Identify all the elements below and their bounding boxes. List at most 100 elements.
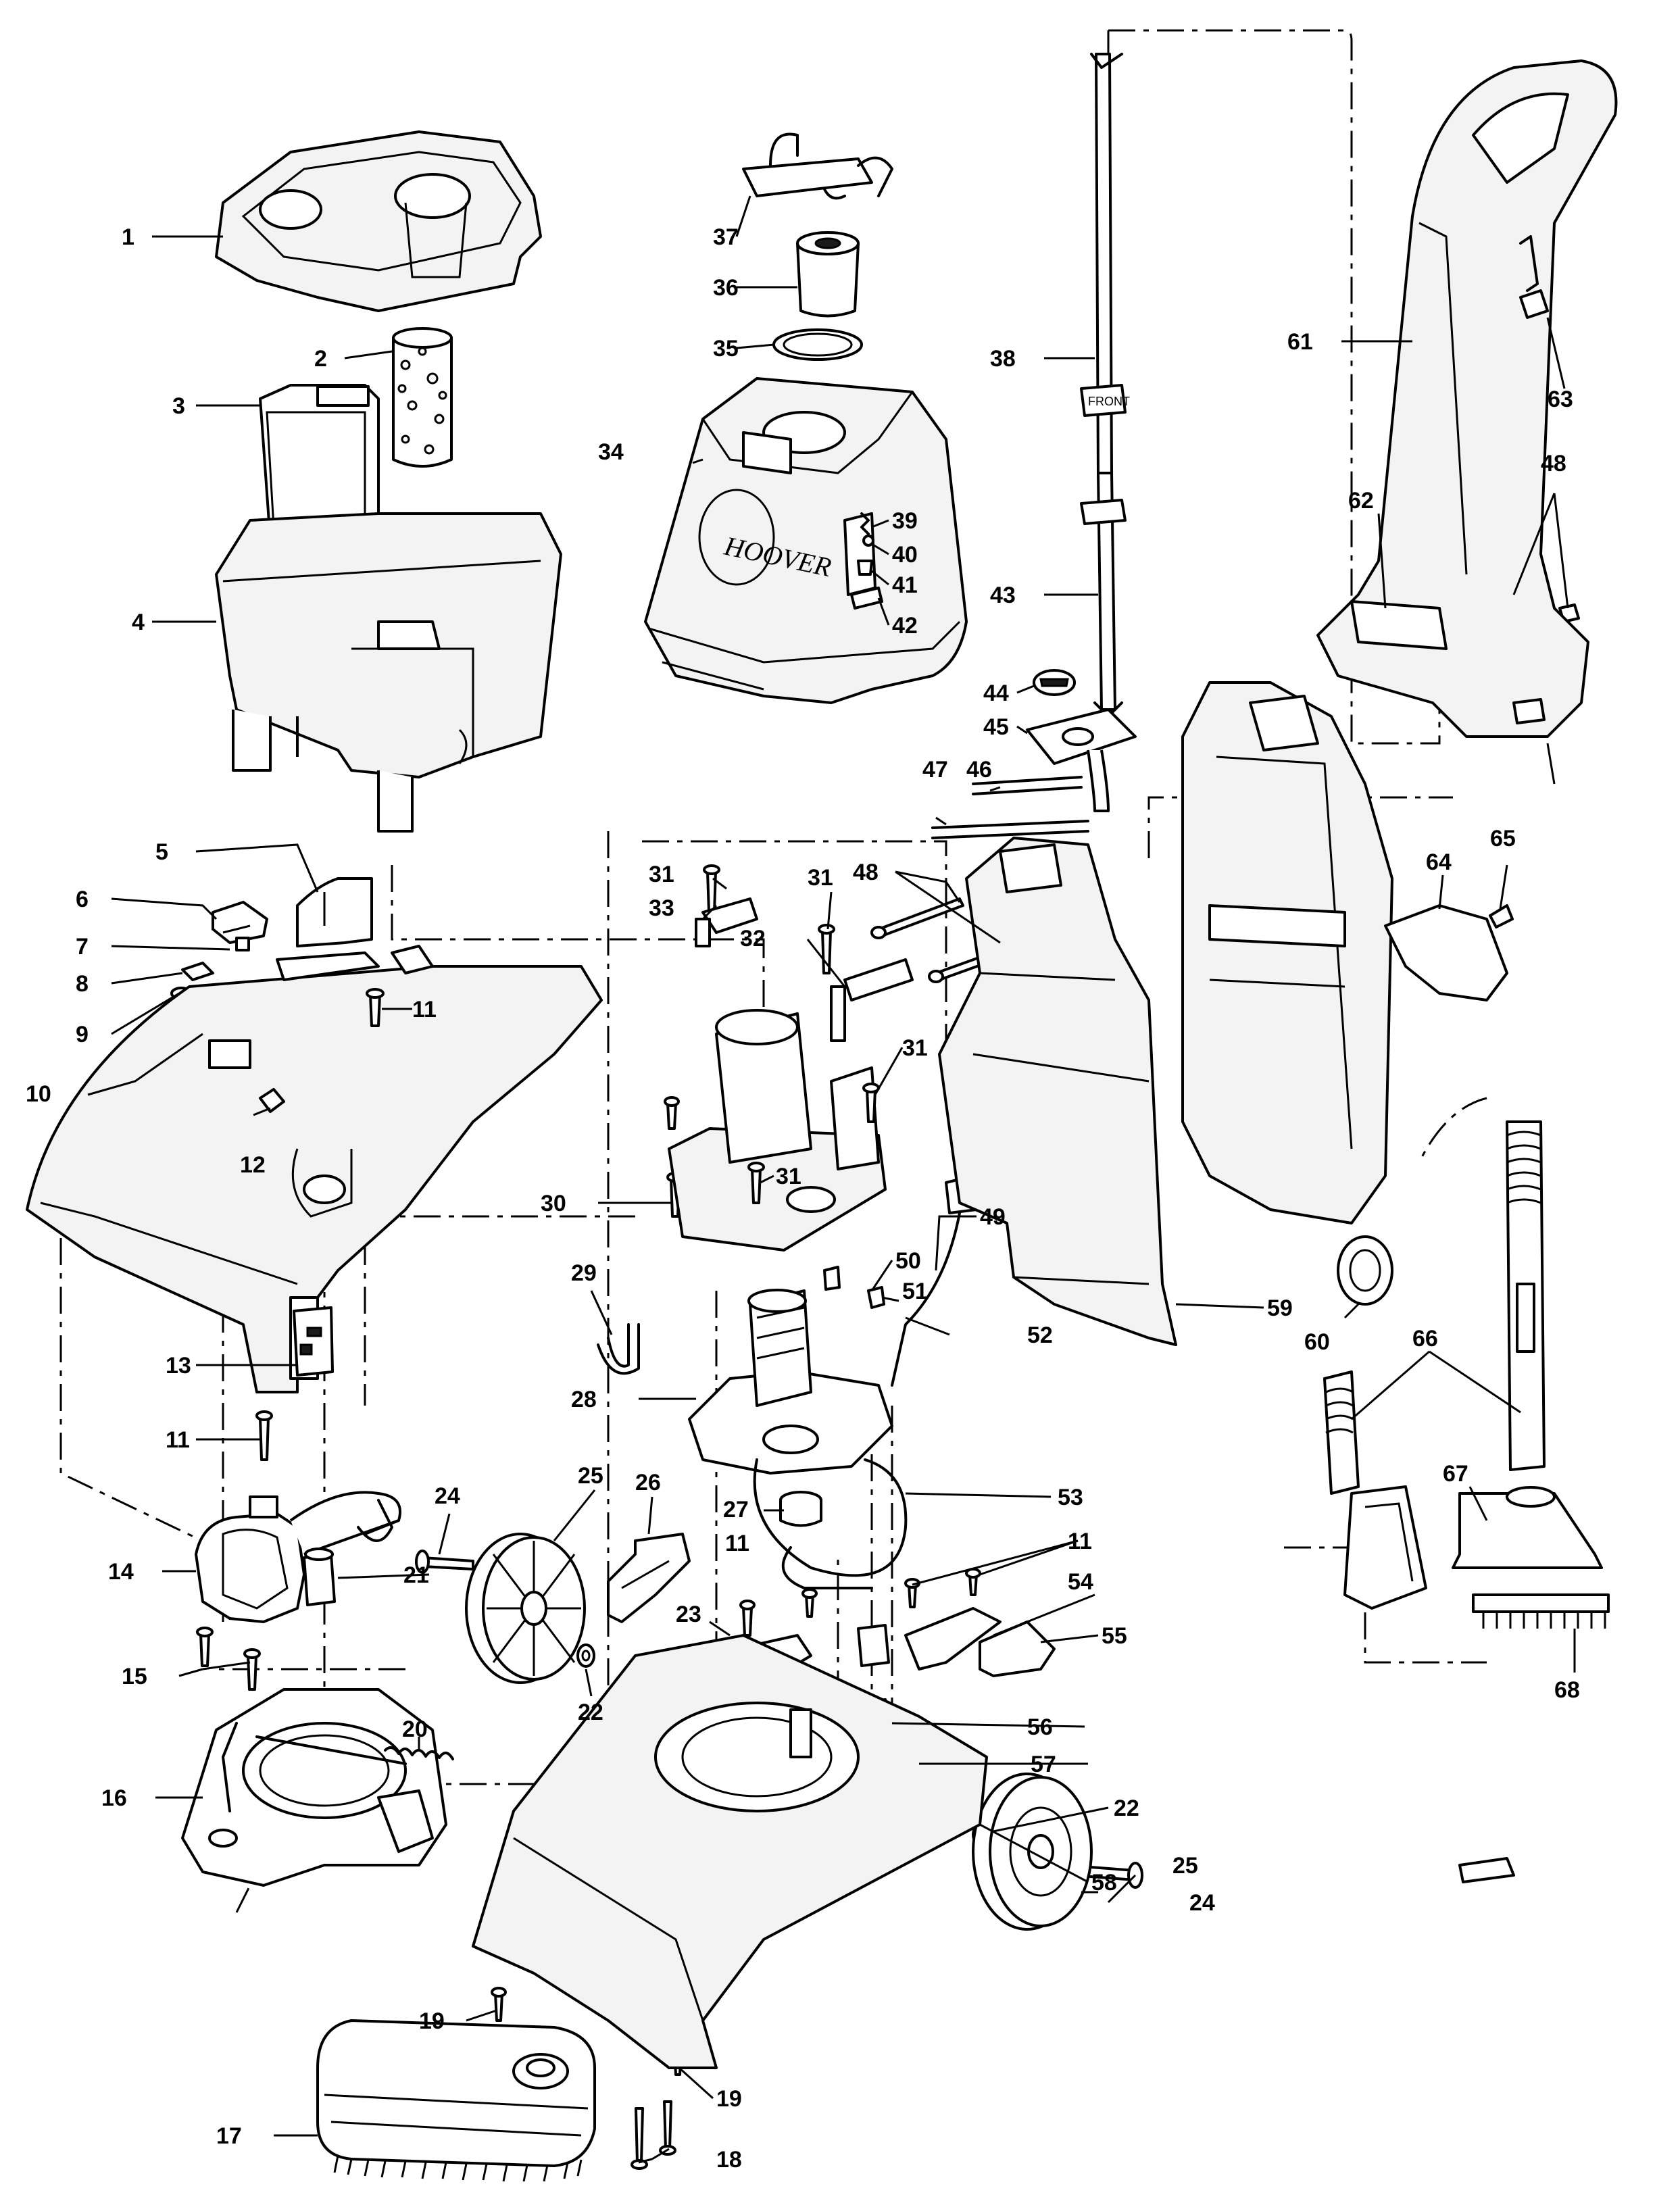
part-67-upholstery-tool [1343,1485,1603,1883]
part-17-brush-bar [316,2019,596,2182]
part-36-cap [796,231,860,318]
part-29-tube [597,1323,640,1375]
part-26-latch [607,1533,691,1623]
label-62: 62 [1348,488,1374,514]
label-31-b: 31 [808,865,833,891]
label-57: 57 [1031,1752,1056,1777]
part-37-carry-handle [742,132,893,200]
label-48-a: 48 [853,860,879,885]
part-44-knob [1033,669,1076,696]
part-25-wheels [465,1533,1093,1931]
label-65: 65 [1490,826,1516,851]
label-8: 8 [76,971,89,997]
label-22-b: 22 [1114,1796,1139,1821]
label-43: 43 [990,583,1016,608]
label-25-b: 25 [1172,1853,1198,1879]
part-31-screws [703,864,880,1204]
label-9: 9 [76,1022,89,1047]
label-11-c: 11 [725,1531,749,1556]
label-31-a: 31 [649,862,674,887]
label-6: 6 [76,887,89,912]
label-30: 30 [541,1191,566,1216]
label-21: 21 [403,1562,429,1588]
label-35: 35 [713,336,739,362]
label-68: 68 [1554,1677,1580,1703]
label-14: 14 [108,1559,134,1585]
label-58: 58 [1091,1870,1117,1896]
part-16-turbine-housing [181,1688,447,1887]
label-17: 17 [216,2123,242,2149]
part-53-gasket [753,1458,908,1589]
label-23: 23 [676,1602,701,1627]
label-60: 60 [1304,1329,1330,1355]
label-31-c: 31 [902,1035,928,1061]
parts-39-42-valve-parts [850,512,883,610]
part-11-screws [255,988,981,1637]
label-27: 27 [723,1497,749,1523]
leader-lines [87,195,1576,2164]
label-2: 2 [314,346,327,372]
part-27-seal [779,1491,822,1527]
parts-32-33-hose-clips [695,897,914,1042]
part-10-hood [26,945,603,1393]
part-12-clip [259,1088,285,1113]
label-40: 40 [892,542,918,568]
part-24-axles [415,1550,1143,1889]
part-59-back-panel [938,837,1177,1346]
label-54: 54 [1068,1569,1093,1595]
label-16: 16 [101,1785,127,1811]
label-64: 64 [1426,849,1452,875]
part-3-flap [259,384,380,555]
part-1-tank-lid [215,130,542,312]
label-1: 1 [122,224,134,250]
label-13: 13 [166,1353,191,1379]
label-49: 49 [980,1204,1006,1230]
part-66-extension-wand [1323,1120,1546,1495]
label-5: 5 [155,839,168,865]
parts-6-9-latch-hardware [170,901,268,1000]
parts-46-47-tubes [931,776,1089,839]
label-66: 66 [1412,1326,1438,1352]
label-44: 44 [983,680,1009,706]
label-24-b: 24 [1189,1890,1215,1916]
label-39: 39 [892,508,918,534]
label-19-a: 19 [716,2086,742,2112]
label-7: 7 [76,934,89,960]
label-26: 26 [635,1470,661,1495]
label-11-b: 11 [166,1427,190,1453]
label-59: 59 [1267,1295,1293,1321]
part-28-motor [688,1289,893,1475]
label-11-d: 11 [1068,1529,1092,1554]
part-68-brush-strip [1472,1593,1610,1629]
label-19-b: 19 [419,2008,445,2034]
rod-front-stamp: FRONT [1088,395,1130,408]
label-56: 56 [1027,1714,1053,1740]
label-52: 52 [1027,1322,1053,1348]
label-45: 45 [983,714,1009,740]
label-32: 32 [740,926,766,951]
label-50: 50 [895,1248,921,1274]
label-37: 37 [713,224,739,250]
label-33: 33 [649,895,674,921]
label-34: 34 [598,439,624,465]
label-55: 55 [1102,1623,1127,1649]
label-48-b: 48 [1541,451,1566,476]
label-67: 67 [1443,1461,1468,1487]
part-61-handle [1316,59,1618,738]
part-5-nozzle-cap [296,877,373,947]
part-14-pump [195,1491,401,1623]
label-42: 42 [892,613,918,639]
part-labels: 1 2 3 4 5 6 7 8 9 10 11 12 13 11 14 15 1… [26,224,1580,2173]
label-51: 51 [902,1279,928,1304]
part-13-switch [293,1306,334,1377]
part-38-rod: FRONT [1080,53,1130,474]
label-41: 41 [892,572,918,598]
label-63: 63 [1548,387,1573,412]
label-31-d: 31 [776,1164,801,1189]
part-35-o-ring [772,328,863,361]
label-47: 47 [922,757,948,783]
part-21-valve [303,1548,336,1606]
part-45-valve-body [1026,708,1137,812]
part-60-rear-body [1181,681,1393,1306]
